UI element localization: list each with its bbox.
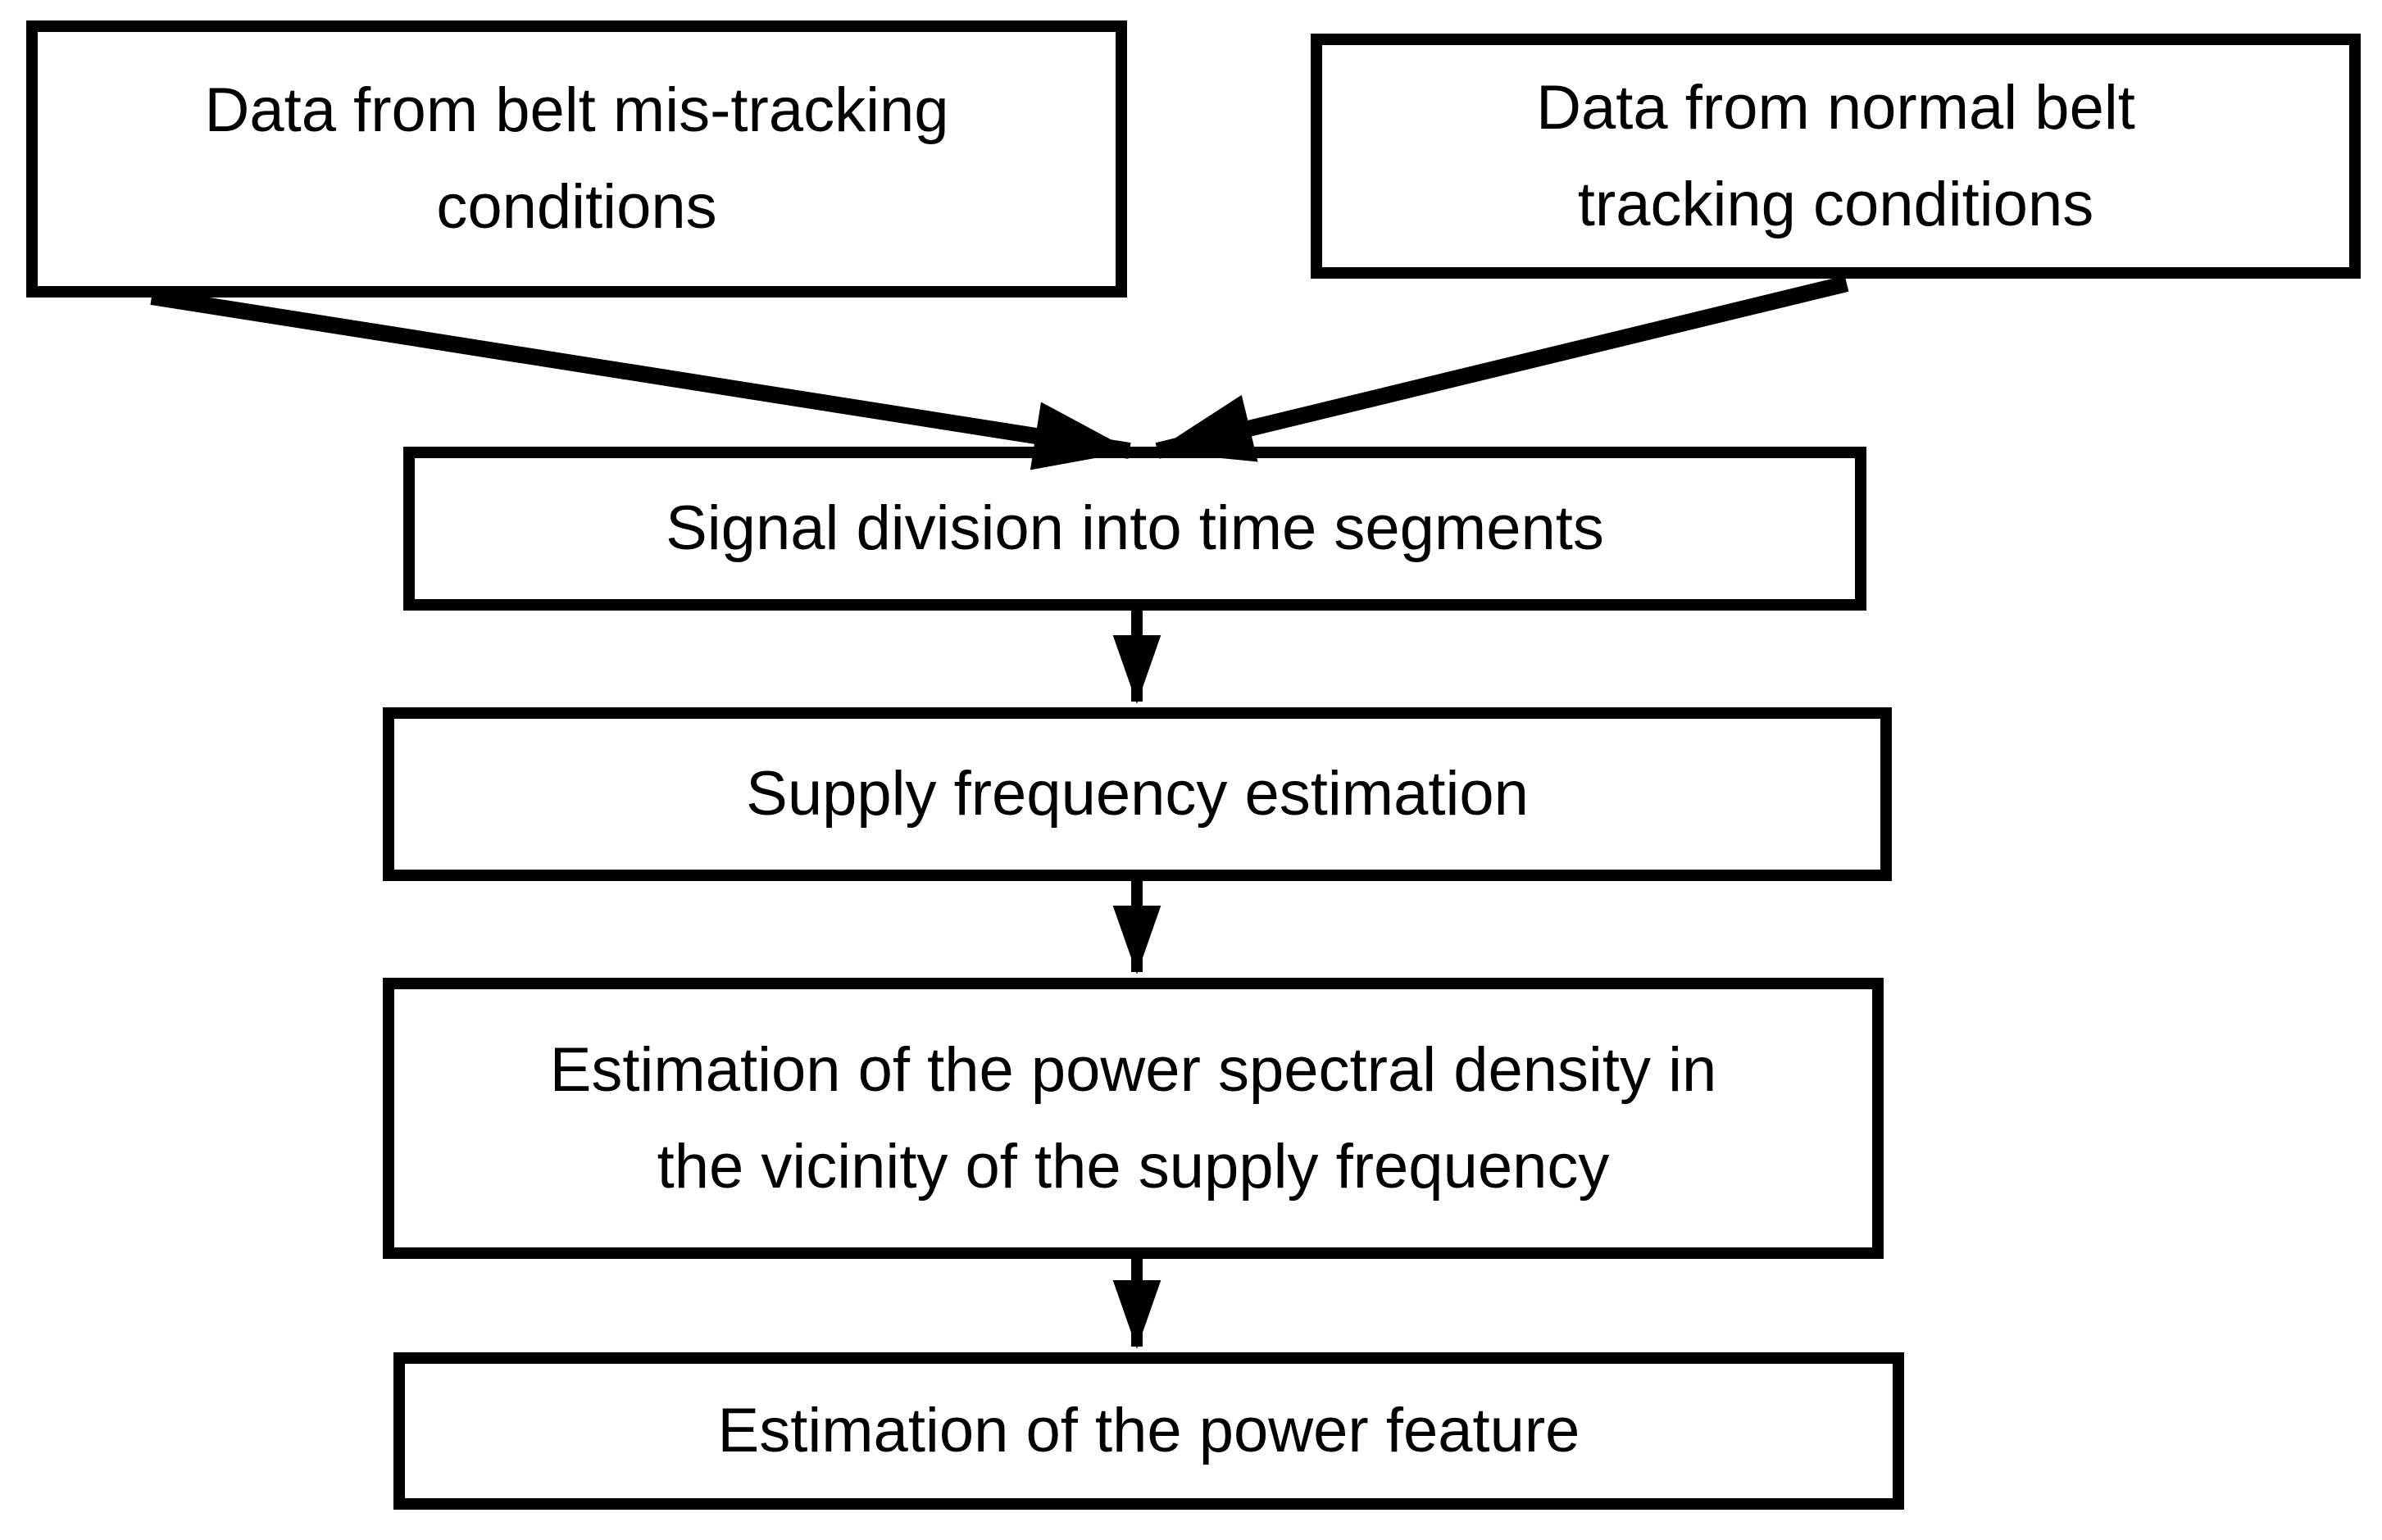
arrow-mistracking-to-division bbox=[150, 288, 1133, 470]
node-text-line: tracking conditions bbox=[1577, 169, 2094, 239]
node-text-line: Data from normal belt bbox=[1536, 72, 2135, 143]
node-text-line: Signal division into time segments bbox=[666, 493, 1604, 564]
node-text-line: Estimation of the power spectral density… bbox=[549, 1034, 1717, 1105]
arrow-normal-to-division bbox=[1154, 275, 1849, 462]
node-psd-estimation: Estimation of the power spectral density… bbox=[383, 978, 1884, 1259]
node-signal-division: Signal division into time segments bbox=[403, 447, 1866, 611]
node-belt-mistracking-data: Data from belt mis-tracking conditions bbox=[26, 20, 1127, 298]
node-supply-frequency-estimation: Supply frequency estimation bbox=[383, 707, 1892, 881]
node-power-feature-estimation: Estimation of the power feature bbox=[393, 1352, 1904, 1510]
node-text-line: the vicinity of the supply frequency bbox=[657, 1131, 1610, 1202]
node-text-line: Supply frequency estimation bbox=[746, 759, 1529, 829]
node-text-line: Data from belt mis-tracking bbox=[204, 75, 949, 146]
node-text-line: conditions bbox=[436, 172, 717, 242]
node-text-line: Estimation of the power feature bbox=[717, 1396, 1580, 1466]
node-normal-tracking-data: Data from normal belt tracking condition… bbox=[1311, 34, 2361, 279]
